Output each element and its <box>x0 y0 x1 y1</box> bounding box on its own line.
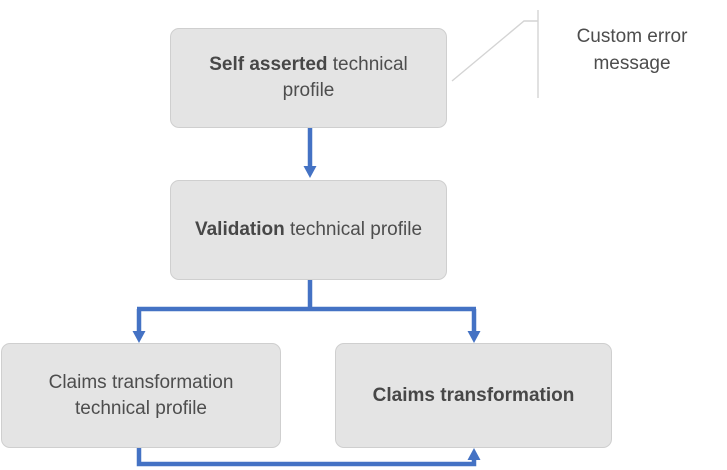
node-self-asserted-label: Self asserted technical profile <box>185 52 432 103</box>
callout-line-2: message <box>593 52 671 74</box>
arrow-claims-loop <box>136 448 481 467</box>
node-claims-transformation[interactable]: Claims transformation <box>335 343 612 448</box>
node-validation-rest: technical profile <box>284 219 423 241</box>
node-claims-bold: Claims transformation <box>372 384 575 406</box>
arrow-validation-split <box>132 280 481 343</box>
node-validation-bold: Validation <box>194 219 285 241</box>
node-claims-transformation-technical-profile[interactable]: Claims transformation technical profile <box>1 343 281 448</box>
node-claims-tp-label: Claims transformation technical profile <box>48 371 234 419</box>
node-validation-technical-profile[interactable]: Validation technical profile <box>170 180 447 280</box>
node-self-asserted-bold: Self asserted <box>209 54 328 76</box>
node-self-asserted-rest: technical profile <box>282 54 408 101</box>
node-self-asserted-technical-profile[interactable]: Self asserted technical profile <box>170 28 447 128</box>
node-validation-label: Validation technical profile <box>195 217 422 243</box>
callout-leader-line <box>451 10 539 98</box>
callout-custom-error-message: Custom error message <box>552 24 712 78</box>
node-claims-label: Claims transformation <box>373 383 575 409</box>
arrow-self-to-validation <box>303 128 317 178</box>
callout-line-1: Custom error <box>576 26 688 47</box>
